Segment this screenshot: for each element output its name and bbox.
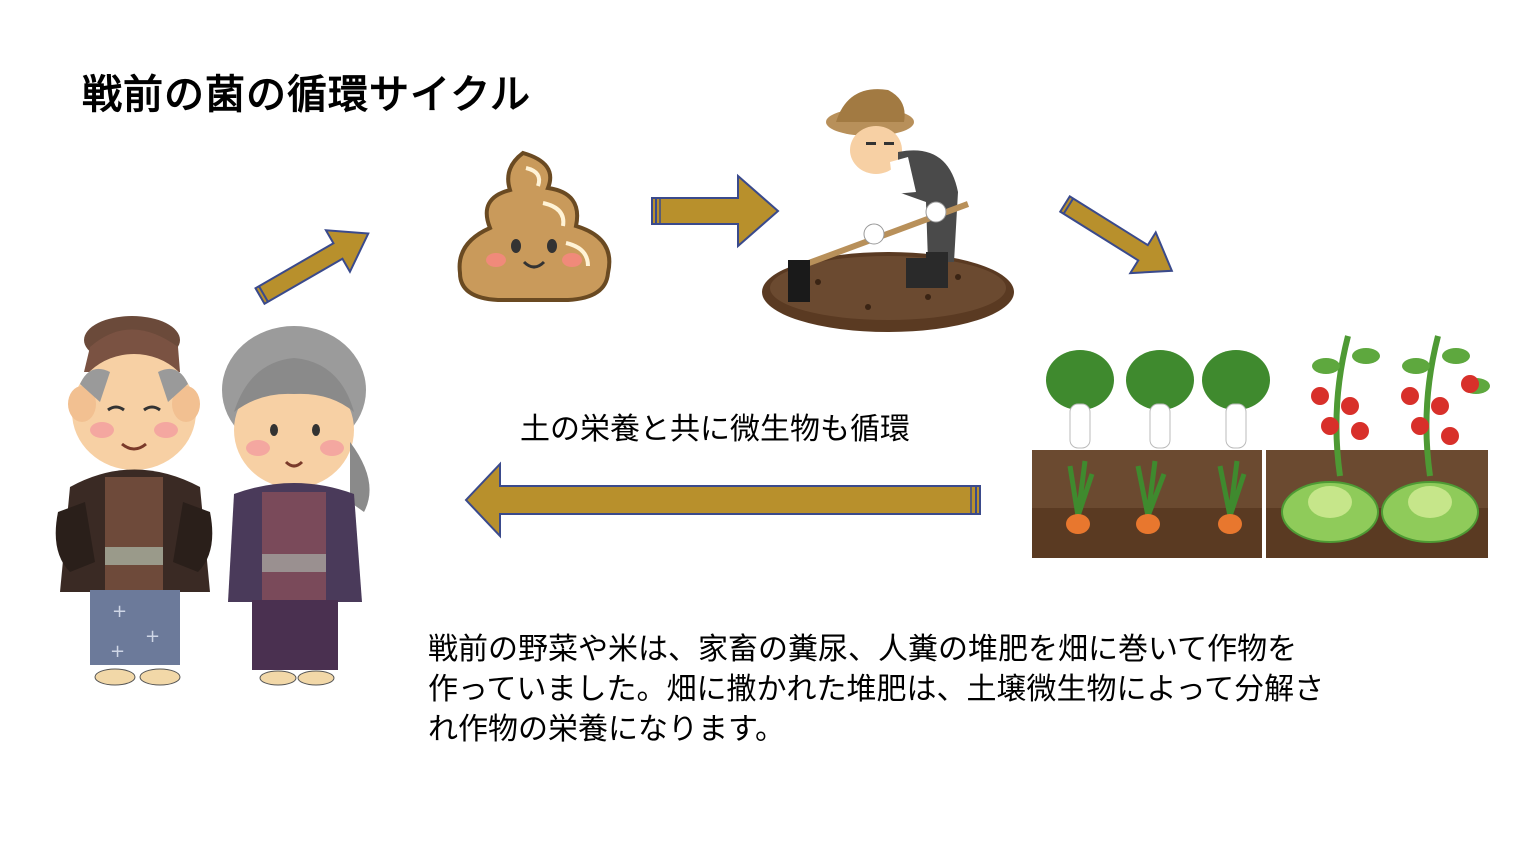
poop-icon xyxy=(457,150,612,302)
vegetable-field-icon xyxy=(1032,335,1490,558)
svg-text:+: + xyxy=(112,601,127,622)
page-title: 戦前の菌の循環サイクル xyxy=(82,72,531,118)
old-woman-figure xyxy=(222,326,370,686)
svg-text:+: + xyxy=(110,641,125,662)
description-line: 戦前の野菜や米は、家畜の糞尿、人糞の堆肥を畑に巻いて作物を xyxy=(428,632,1298,667)
cycle-caption: 土の栄養と共に微生物も循環 xyxy=(520,412,910,447)
arrow-to-vegetables xyxy=(1058,194,1174,275)
arrow-to-poop xyxy=(254,229,370,306)
description-line: 作っていました。畑に撒かれた堆肥は、土壌微生物によって分解さ xyxy=(428,672,1325,707)
svg-text:+: + xyxy=(145,626,160,647)
old-man-figure: + + + xyxy=(55,316,213,686)
elderly-couple-icon: + + + xyxy=(55,316,370,686)
description-text: 戦前の野菜や米は、家畜の糞尿、人糞の堆肥を畑に巻いて作物を 作っていました。畑に… xyxy=(428,630,1438,750)
arrow-return-to-people xyxy=(464,461,981,539)
farmer-hoeing-icon xyxy=(762,89,1014,332)
arrow-to-farmer xyxy=(651,173,780,249)
description-line: れ作物の栄養になります。 xyxy=(428,712,785,747)
